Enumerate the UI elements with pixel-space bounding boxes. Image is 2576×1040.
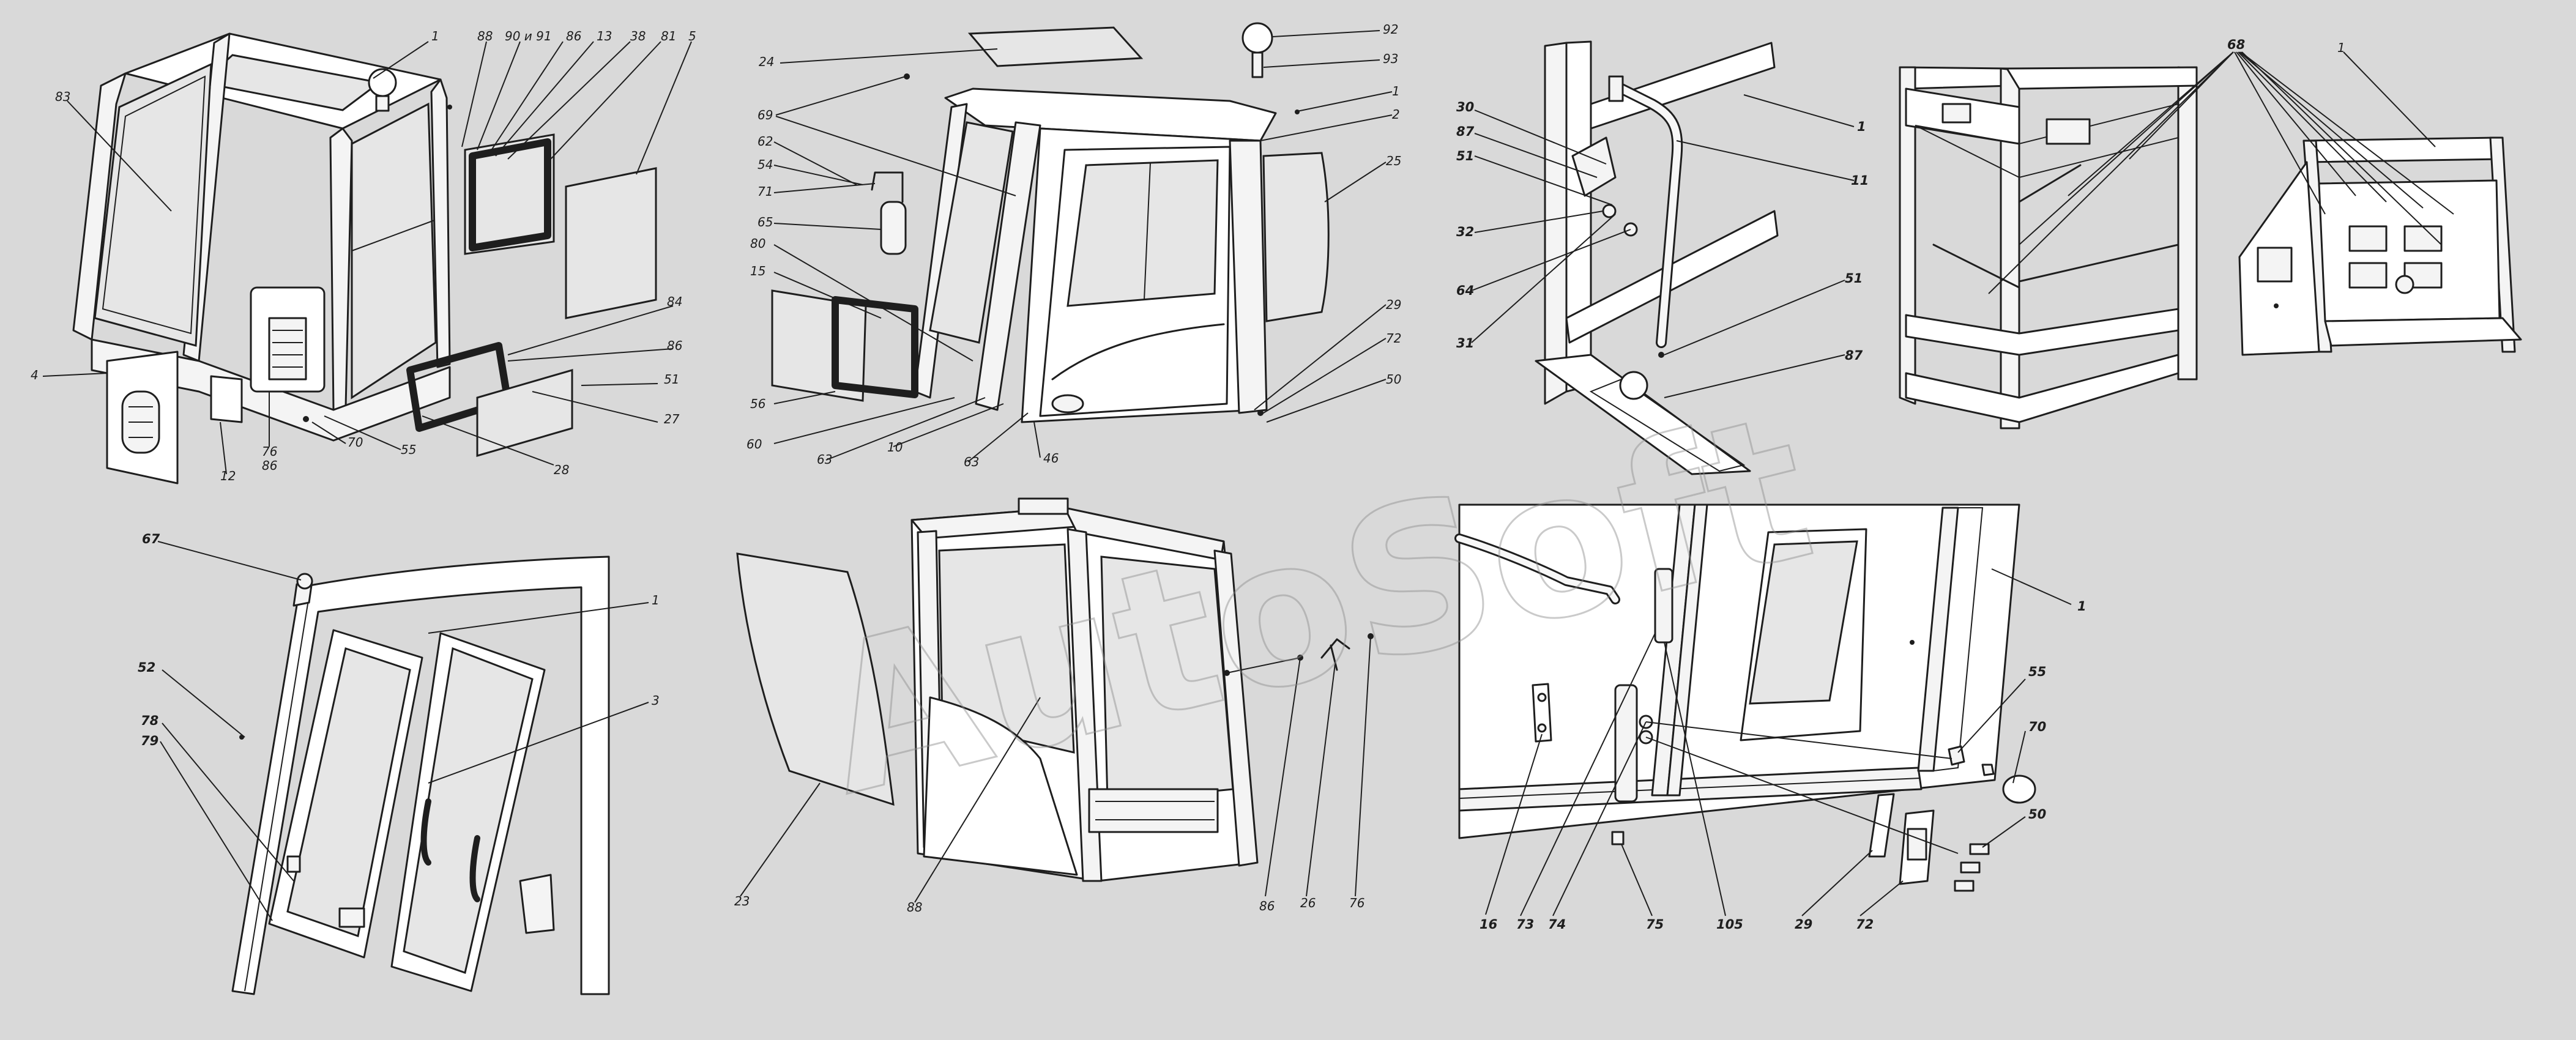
callout: 72 xyxy=(1386,331,1401,346)
callout: 69 xyxy=(758,108,773,122)
callout: 84 xyxy=(667,294,682,309)
callout: 92 xyxy=(1383,22,1398,37)
callout: 62 xyxy=(758,134,773,149)
side-panel-callouts: 23 88 86 26 76 xyxy=(734,894,1364,915)
callout: 86 xyxy=(566,29,581,43)
callout: 29 xyxy=(1795,917,1812,932)
callout: 2 xyxy=(1392,107,1400,122)
callout: 51 xyxy=(1845,271,1863,286)
callout: 60 xyxy=(746,437,762,451)
callout: 76 xyxy=(262,444,277,459)
callout: 11 xyxy=(1851,173,1869,188)
cab-overview-callouts: 1 88 90 и 91 86 13 38 81 5 83 84 86 51 2… xyxy=(31,29,696,483)
callout: 16 xyxy=(1480,917,1497,932)
callout: 10 xyxy=(887,440,903,455)
cab-door-callouts: 24 92 93 1 2 25 69 62 54 71 65 80 15 56 … xyxy=(746,22,1401,469)
callout: 105 xyxy=(1716,917,1743,932)
callout: 86 xyxy=(1259,899,1275,913)
callout: 32 xyxy=(1456,225,1474,239)
callout: 72 xyxy=(1856,917,1874,932)
callout: 31 xyxy=(1456,336,1474,351)
callout: 55 xyxy=(2028,664,2046,679)
handrail-callouts: 30 87 51 32 64 31 1 11 51 87 xyxy=(1456,100,1869,363)
callout: 3 xyxy=(652,693,660,708)
callout: 13 xyxy=(597,29,612,43)
window-drawing xyxy=(231,555,610,995)
frame-callouts: 68 1 xyxy=(2227,37,2345,55)
callout: 54 xyxy=(758,157,773,172)
callout: 52 xyxy=(138,660,155,675)
callout: 51 xyxy=(1456,149,1474,163)
callout: 5 xyxy=(688,29,696,43)
hinge-detail-drawing xyxy=(1454,503,2036,892)
callout: 4 xyxy=(31,368,39,382)
callout: 51 xyxy=(664,372,679,387)
callout: 78 xyxy=(141,713,158,728)
side-panel-leaders xyxy=(740,636,1371,903)
callout: 55 xyxy=(401,442,416,457)
callout: 56 xyxy=(750,396,765,411)
callout: 1 xyxy=(652,593,660,607)
callout: 86 xyxy=(667,338,682,353)
window-callouts: 67 52 78 79 1 3 xyxy=(138,532,660,748)
frame-leaders xyxy=(1988,51,2454,294)
callout: 28 xyxy=(554,462,569,477)
handrail-leaders xyxy=(1471,94,1855,398)
hinge-detail-callouts: 1 55 70 50 16 73 74 75 105 29 72 xyxy=(1480,599,2086,932)
callout: 1 xyxy=(1857,119,1866,134)
callout: 71 xyxy=(758,184,773,199)
callout: 88 xyxy=(477,29,493,43)
callout: 23 xyxy=(734,894,750,908)
callout: 70 xyxy=(2028,719,2046,734)
callout: 75 xyxy=(1646,917,1664,932)
hinge-detail-leaders xyxy=(1485,568,2072,916)
callout: 81 xyxy=(661,29,676,43)
callout: 83 xyxy=(55,89,70,104)
callout: 93 xyxy=(1383,51,1398,66)
callout: 70 xyxy=(348,435,363,450)
callout: 65 xyxy=(758,215,773,229)
callout: 25 xyxy=(1386,154,1401,168)
callout: 15 xyxy=(750,264,765,278)
callout: 1 xyxy=(431,29,439,43)
callout: 64 xyxy=(1456,283,1474,298)
callout: 63 xyxy=(964,455,979,469)
callout: 67 xyxy=(142,532,160,546)
callout: 29 xyxy=(1386,297,1401,312)
callout: 88 xyxy=(907,900,922,915)
side-panel-drawing xyxy=(736,497,1374,882)
callout: 74 xyxy=(1548,917,1566,932)
callout: 26 xyxy=(1300,896,1316,910)
callout: 1 xyxy=(2077,599,2086,614)
callout: 63 xyxy=(817,452,832,467)
callout: 50 xyxy=(2028,807,2046,822)
callout: 90 и 91 xyxy=(505,29,552,43)
callout: 27 xyxy=(664,412,680,426)
callout: 86 xyxy=(262,458,277,473)
callout: 87 xyxy=(1456,124,1475,139)
callout: 24 xyxy=(759,54,774,69)
window-leaders xyxy=(157,541,649,921)
callout: 80 xyxy=(750,236,765,251)
callout: 76 xyxy=(1349,896,1364,910)
callout: 73 xyxy=(1516,917,1534,932)
callout: 1 xyxy=(1392,84,1400,98)
callout: 87 xyxy=(1845,348,1863,363)
cab-door-drawing xyxy=(771,22,1330,423)
cab-overview-drawing xyxy=(72,32,657,485)
callout: 46 xyxy=(1043,451,1059,466)
cab-overview-leaders xyxy=(42,41,692,475)
callout: 79 xyxy=(141,734,158,748)
callout: 38 xyxy=(630,29,646,43)
frame-drawing xyxy=(1899,66,2522,429)
callout: 1 xyxy=(2337,40,2345,55)
callout: 50 xyxy=(1386,372,1401,387)
callout: 68 xyxy=(2227,37,2245,52)
callout: 12 xyxy=(220,469,236,483)
handrail-drawing xyxy=(1535,40,1779,475)
callout: 30 xyxy=(1456,100,1474,114)
cab-door-leaders xyxy=(773,30,1393,462)
